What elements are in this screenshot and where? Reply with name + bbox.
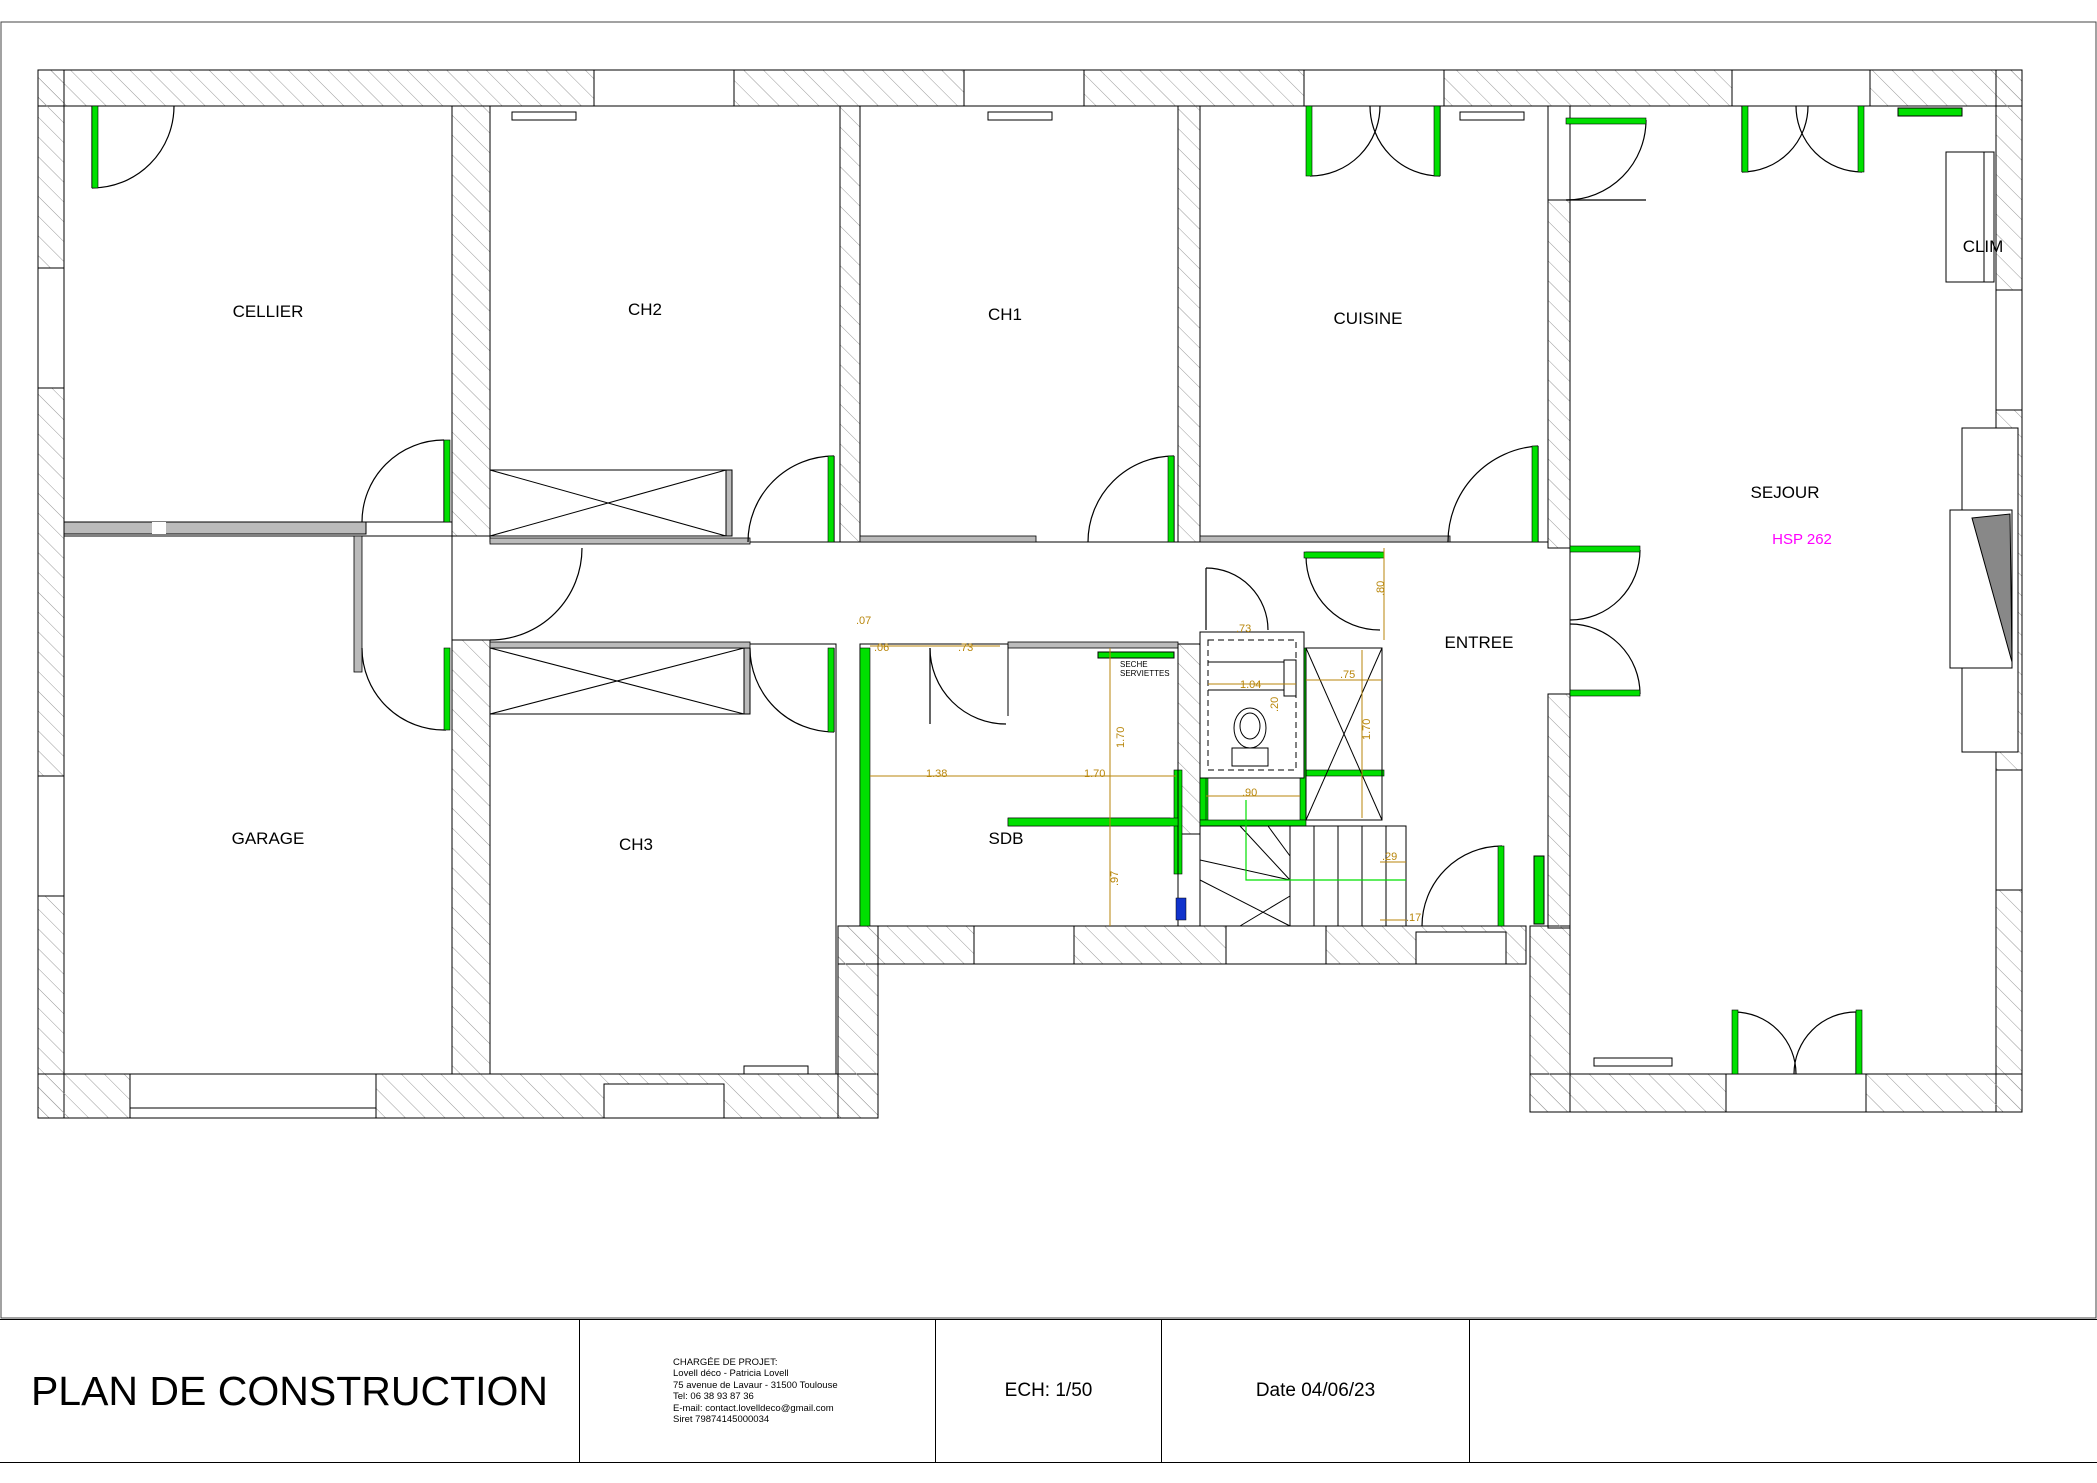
contact-line: Tel: 06 38 93 87 36 bbox=[673, 1391, 754, 1402]
fireplace bbox=[1949, 427, 2019, 753]
dim-170c: 1.70 bbox=[1361, 719, 1373, 740]
label-clim: CLIM bbox=[1963, 237, 2004, 256]
contact-line: Siret 79874145000034 bbox=[673, 1414, 770, 1425]
dim-80: .80 bbox=[1375, 581, 1387, 596]
windows bbox=[37, 69, 2023, 1119]
stairs bbox=[1199, 800, 1407, 927]
label-sdb: SDB bbox=[989, 829, 1024, 848]
label-ch2: CH2 bbox=[628, 300, 662, 319]
dimension-lines bbox=[870, 548, 1406, 926]
dim-170b: 1.70 bbox=[1084, 768, 1105, 780]
contact-line: CHARGÉE DE PROJET: bbox=[673, 1356, 778, 1368]
grey-walls bbox=[353, 535, 1451, 673]
dim-06: .06 bbox=[874, 642, 889, 654]
label-entree: ENTREE bbox=[1445, 633, 1514, 652]
dim-138: 1.38 bbox=[926, 768, 947, 780]
dim-75: .75 bbox=[1340, 669, 1355, 681]
sheet-border bbox=[0, 21, 2097, 1319]
dim-170a: 1.70 bbox=[1115, 727, 1127, 748]
dim-29: .29 bbox=[1382, 851, 1397, 863]
dim-73a: .73 bbox=[958, 642, 973, 654]
dim-90: .90 bbox=[1242, 787, 1257, 799]
plan-title: PLAN DE CONSTRUCTION bbox=[0, 1320, 580, 1462]
clim-box bbox=[1945, 151, 1985, 283]
dim-73b: .73 bbox=[1236, 623, 1251, 635]
partition-cellier-garage bbox=[63, 521, 367, 535]
contact-info: CHARGÉE DE PROJET: Lovell déco - Patrici… bbox=[580, 1320, 936, 1462]
shower bbox=[1305, 647, 1383, 821]
dim-104: 1.04 bbox=[1240, 679, 1261, 691]
dim-17: .17 bbox=[1406, 912, 1421, 924]
label-cuisine: CUISINE bbox=[1334, 309, 1403, 328]
floor-plan: CELLIER CH2 CH1 CUISINE CLIM SEJOUR HSP … bbox=[0, 21, 2097, 1319]
sdb-walls bbox=[870, 643, 1179, 926]
sdb-shower-wall bbox=[1007, 817, 1179, 827]
label-seche-1: SECHE bbox=[1120, 660, 1148, 669]
partition-gap bbox=[152, 522, 166, 534]
contact-line: 75 avenue de Lavaur - 31500 Toulouse bbox=[673, 1379, 838, 1391]
blue-fixture bbox=[1175, 897, 1187, 921]
label-garage: GARAGE bbox=[232, 829, 305, 848]
contact-line: E-mail: contact.lovelldeco@gmail.com bbox=[673, 1402, 834, 1414]
room-interiors bbox=[63, 105, 1997, 1075]
wc-room bbox=[1199, 631, 1305, 779]
title-block: PLAN DE CONSTRUCTION CHARGÉE DE PROJET: … bbox=[0, 1319, 2097, 1463]
wardrobes bbox=[489, 469, 751, 715]
label-seche-2: SERVIETTES bbox=[1120, 669, 1170, 678]
label-ch3: CH3 bbox=[619, 835, 653, 854]
dim-97: .97 bbox=[1109, 871, 1121, 886]
contact-line: Lovell déco - Patricia Lovell bbox=[673, 1368, 789, 1379]
dim-07: .07 bbox=[856, 615, 871, 627]
label-sejour: SEJOUR bbox=[1751, 483, 1820, 502]
radiators bbox=[511, 107, 1963, 1075]
date-label: Date 04/06/23 bbox=[1162, 1320, 1470, 1462]
empty-cell bbox=[1470, 1320, 2097, 1462]
label-cellier: CELLIER bbox=[233, 302, 304, 321]
label-hsp: HSP 262 bbox=[1772, 531, 1832, 548]
label-ch1: CH1 bbox=[988, 305, 1022, 324]
dim-20: .20 bbox=[1269, 697, 1281, 712]
scale-label: ECH: 1/50 bbox=[936, 1320, 1162, 1462]
